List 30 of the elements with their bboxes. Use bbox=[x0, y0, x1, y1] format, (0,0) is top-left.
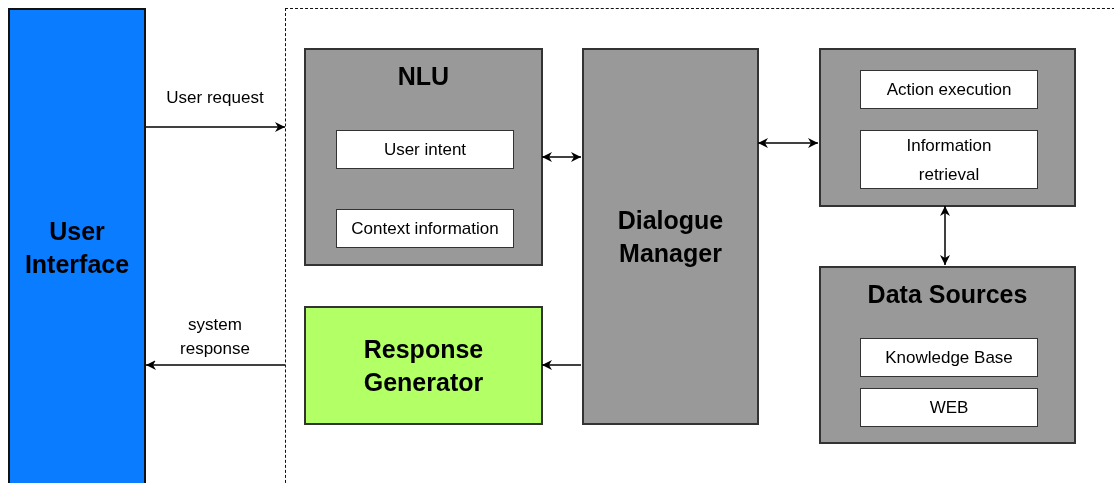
module-panel bbox=[304, 48, 543, 266]
manager-box bbox=[582, 48, 759, 425]
item-box bbox=[860, 388, 1038, 427]
arrow bbox=[940, 205, 950, 266]
item-box bbox=[336, 130, 514, 169]
item-label: WEB bbox=[929, 397, 969, 419]
item-label: Information retrieval bbox=[905, 134, 993, 186]
box-title: Response Generator bbox=[362, 333, 485, 398]
module-panel bbox=[819, 48, 1076, 207]
arrow bbox=[145, 122, 286, 132]
box-title: Dialogue Manager bbox=[616, 204, 725, 269]
item-box bbox=[860, 70, 1038, 109]
arrow bbox=[541, 360, 582, 370]
panel-title: Data Sources bbox=[867, 279, 1028, 310]
ui-block bbox=[8, 8, 146, 483]
arrow bbox=[757, 138, 819, 148]
block-title: User Interface bbox=[23, 216, 131, 280]
generator-box bbox=[304, 306, 543, 425]
panel-title: NLU bbox=[397, 61, 450, 92]
item-label: Action execution bbox=[886, 79, 1012, 101]
item-label: Knowledge Base bbox=[885, 347, 1013, 369]
item-label: User intent bbox=[383, 139, 467, 161]
arrow bbox=[145, 360, 286, 370]
dashed-boundary bbox=[285, 8, 1114, 483]
item-box bbox=[860, 130, 1038, 189]
item-label: Context information bbox=[351, 218, 499, 240]
module-panel bbox=[819, 266, 1076, 444]
item-box bbox=[860, 338, 1038, 377]
arrow bbox=[541, 152, 582, 162]
item-box bbox=[336, 209, 514, 248]
